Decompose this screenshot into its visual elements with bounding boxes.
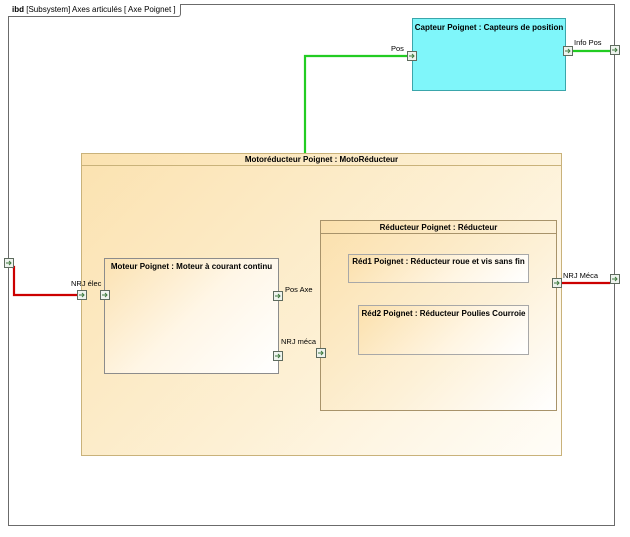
reducteur-title-bar	[321, 221, 556, 234]
port-arrow-icon	[554, 280, 560, 286]
port-arrow-icon	[275, 293, 281, 299]
port-arrow-icon	[79, 292, 85, 298]
port-arrow-icon	[409, 53, 415, 59]
reducteur-port-nrj-meca-in[interactable]	[316, 348, 326, 358]
reducteur-title: Réducteur Poignet : Réducteur	[379, 223, 498, 232]
red1-title: Réd1 Poignet : Réducteur roue et vis san…	[352, 257, 525, 266]
red1-block[interactable]: Réd1 Poignet : Réducteur roue et vis san…	[348, 254, 529, 283]
capteur-title: Capteur Poignet : Capteurs de position	[414, 23, 564, 32]
frame-port-nrj-elec[interactable]	[4, 258, 14, 268]
port-arrow-icon	[612, 47, 618, 53]
capteur-port-pos[interactable]	[407, 51, 417, 61]
motoreducteur-port-nrj-elec[interactable]	[77, 290, 87, 300]
motoreducteur-title: Motoréducteur Poignet : MotoRéducteur	[244, 155, 399, 164]
frame-port-info-pos[interactable]	[610, 45, 620, 55]
moteur-port-pos-axe[interactable]	[273, 291, 283, 301]
label-info-pos: Info Pos	[574, 38, 602, 47]
frame-port-nrj-meca[interactable]	[610, 274, 620, 284]
port-arrow-icon	[612, 276, 618, 282]
capteur-port-info-pos[interactable]	[563, 46, 573, 56]
motoreducteur-title-bar	[82, 154, 561, 166]
port-arrow-icon	[6, 260, 12, 266]
label-pos: Pos	[391, 44, 404, 53]
label-pos-axe: Pos Axe	[285, 285, 313, 294]
moteur-title: Moteur Poignet : Moteur à courant contin…	[110, 262, 273, 271]
capteur-block[interactable]: Capteur Poignet : Capteurs de position	[412, 18, 566, 91]
red2-title: Réd2 Poignet : Réducteur Poulies Courroi…	[361, 309, 526, 318]
moteur-port-nrj-elec[interactable]	[100, 290, 110, 300]
port-arrow-icon	[275, 353, 281, 359]
frame-name: [Subsystem] Axes articulés [ Axe Poignet…	[26, 5, 176, 14]
port-arrow-icon	[565, 48, 571, 54]
label-nrj-elec: NRJ élec	[71, 279, 102, 288]
port-arrow-icon	[318, 350, 324, 356]
frame-header: ibd [Subsystem] Axes articulés [ Axe Poi…	[8, 4, 181, 17]
reducteur-port-nrj-meca-out[interactable]	[552, 278, 562, 288]
label-nrj-meca-out: NRJ Méca	[563, 271, 599, 280]
port-arrow-icon	[102, 292, 108, 298]
moteur-block[interactable]: Moteur Poignet : Moteur à courant contin…	[104, 258, 279, 374]
moteur-port-nrj-meca[interactable]	[273, 351, 283, 361]
red2-block[interactable]: Réd2 Poignet : Réducteur Poulies Courroi…	[358, 305, 529, 355]
label-nrj-meca: NRJ méca	[281, 337, 317, 346]
frame-kind: ibd	[12, 5, 24, 14]
